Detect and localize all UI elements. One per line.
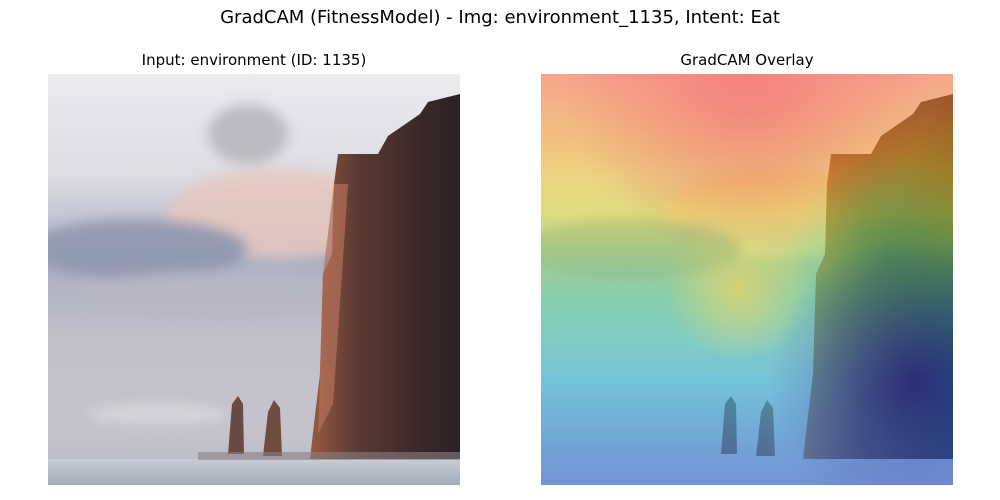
input-panel-title: Input: environment (ID: 1135) — [141, 51, 367, 69]
input-image — [48, 74, 460, 485]
figure-title: GradCAM (FitnessModel) - Img: environmen… — [220, 7, 780, 28]
input-image-graphic — [48, 74, 460, 485]
gradcam-overlay-graphic — [541, 74, 953, 485]
overlay-panel-title: GradCAM Overlay — [680, 51, 814, 69]
gradcam-overlay-image — [541, 74, 953, 485]
